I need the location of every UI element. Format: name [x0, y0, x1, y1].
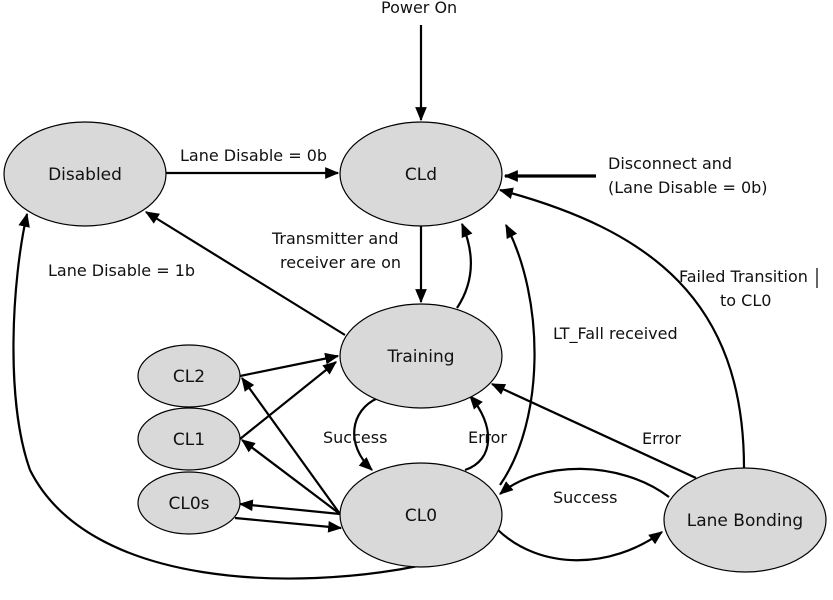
label-lane-disable-1b: Lane Disable = 1b — [48, 261, 195, 280]
label-disconnect-2: (Lane Disable = 0b) — [608, 178, 768, 197]
label-lt-fall: LT_Fall received — [553, 324, 678, 344]
edge-cl0-cl2 — [241, 377, 341, 515]
edge-cl2-training — [239, 352, 340, 378]
edge-cl1-training — [239, 361, 337, 440]
state-disabled[interactable]: Disabled — [3, 121, 167, 227]
label-disconnect-1: Disconnect and — [608, 154, 732, 173]
edges — [12, 25, 746, 580]
label-error-bond: Error — [642, 429, 681, 448]
state-label: CL0 — [405, 506, 437, 526]
state-label: Training — [386, 347, 454, 367]
edge-lanebonding-training — [490, 383, 697, 479]
label-failed-2: to CL0 — [720, 291, 771, 310]
state-label: CLd — [405, 165, 437, 185]
edge-training-cld — [456, 222, 473, 309]
state-label: CL1 — [173, 430, 205, 450]
state-label: CL0s — [168, 494, 209, 514]
state-cld[interactable]: CLd — [339, 121, 503, 227]
state-cl2[interactable]: CL2 — [137, 344, 241, 408]
edge-cl0-lanebonding — [497, 529, 663, 562]
edge-cl0-cl1 — [241, 439, 341, 515]
label-tx-rx-2: receiver are on — [280, 253, 401, 272]
label-success-train: Success — [323, 428, 387, 447]
state-cl0s[interactable]: CL0s — [137, 471, 241, 535]
edge-cl0-cl0s — [238, 499, 341, 516]
state-cl0[interactable]: CL0 — [339, 462, 503, 568]
label-power-on: Power On — [381, 0, 457, 17]
label-success-bond: Success — [553, 488, 617, 507]
state-training[interactable]: Training — [339, 303, 503, 409]
state-cl1[interactable]: CL1 — [137, 407, 241, 471]
state-lane-bonding[interactable]: Lane Bonding — [663, 467, 827, 573]
edge-training-disabled — [145, 211, 346, 336]
edge-training-cl0 — [353, 396, 379, 471]
label-tx-rx-1: Transmitter and — [271, 229, 398, 248]
state-label: Lane Bonding — [687, 511, 803, 531]
edge-lanebonding-cld — [498, 187, 746, 469]
label-lane-disable-0b: Lane Disable = 0b — [180, 146, 327, 165]
edge-cl0s-cl0 — [234, 516, 343, 533]
state-label: CL2 — [173, 367, 205, 387]
edge-cl0-cld — [499, 223, 536, 486]
edge-lanebonding-cl0 — [499, 467, 670, 498]
edge-cl0-disabled — [12, 212, 419, 580]
label-error-train: Error — [468, 428, 507, 447]
edge-cl0-training — [464, 395, 490, 472]
state-label: Disabled — [48, 165, 122, 185]
label-failed-1: Failed Transition — [679, 267, 808, 286]
